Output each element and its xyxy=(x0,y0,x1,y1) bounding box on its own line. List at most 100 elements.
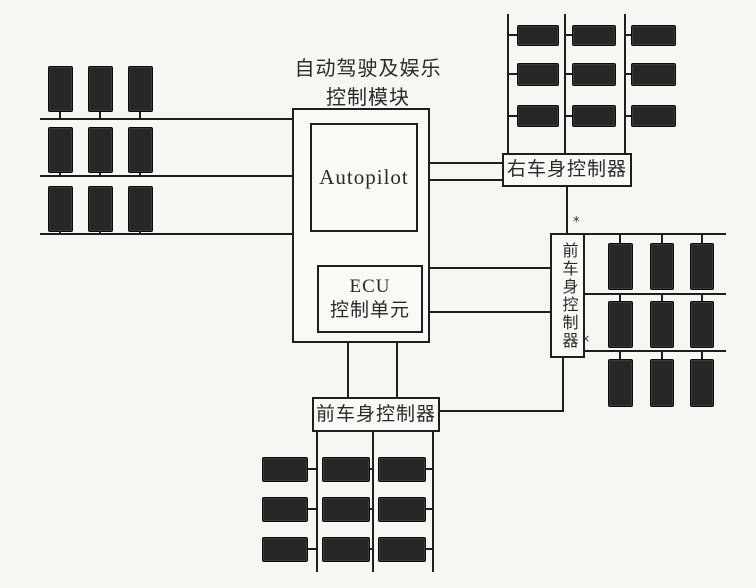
ecu-box: ECU 控制单元 xyxy=(317,265,423,333)
ecu-node xyxy=(322,497,370,522)
ecu-label-line2: 控制单元 xyxy=(329,300,410,321)
node-stem-line xyxy=(619,233,621,243)
node-stem-line xyxy=(507,73,517,75)
node-stem-line xyxy=(370,548,374,550)
bus-connector-line xyxy=(316,432,318,572)
node-stem-line xyxy=(564,115,572,117)
bus-connector-line xyxy=(507,14,509,153)
node-stem-line xyxy=(624,34,631,36)
node-stem-line xyxy=(99,231,101,235)
node-stem-line xyxy=(308,508,318,510)
ecu-node xyxy=(690,301,714,348)
node-stem-line xyxy=(59,231,61,235)
node-stem-line xyxy=(99,112,101,120)
ecu-node xyxy=(88,127,113,173)
artifact-asterisk-mark: * xyxy=(573,215,580,230)
ecu-node xyxy=(262,497,308,522)
bus-connector-line xyxy=(432,432,434,572)
ecu-node xyxy=(690,359,714,407)
bus-connector-line xyxy=(40,233,292,235)
ecu-node xyxy=(322,537,370,562)
bus-connector-line xyxy=(566,187,568,233)
node-stem-line xyxy=(701,350,703,359)
ecu-node xyxy=(572,105,616,127)
front-body-controller-box: 前车身控制器 xyxy=(312,397,440,432)
node-stem-line xyxy=(59,173,61,177)
ecu-node xyxy=(517,105,559,127)
bus-connector-line xyxy=(347,343,349,397)
node-stem-line xyxy=(507,34,517,36)
node-stem-line xyxy=(99,173,101,177)
node-stem-line xyxy=(139,173,141,177)
node-stem-line xyxy=(507,115,517,117)
ecu-node xyxy=(378,457,426,482)
front-body-controller-label: 前车身控制器 xyxy=(315,403,436,425)
ecu-node xyxy=(690,243,714,290)
node-stem-line xyxy=(564,73,572,75)
node-stem-line xyxy=(370,508,374,510)
node-stem-line xyxy=(661,293,663,301)
node-stem-line xyxy=(426,548,434,550)
node-stem-line xyxy=(426,508,434,510)
node-stem-line xyxy=(308,468,318,470)
node-stem-line xyxy=(426,468,434,470)
ecu-label-line1: ECU xyxy=(349,276,391,298)
node-stem-line xyxy=(624,115,631,117)
ecu-node xyxy=(88,186,113,232)
ecu-node xyxy=(262,537,308,562)
central-module-caption-line2: 控制模块 xyxy=(326,87,410,109)
node-stem-line xyxy=(661,233,663,243)
node-stem-line xyxy=(661,350,663,359)
artifact-cross-mark: × xyxy=(581,332,591,345)
ecu-node xyxy=(88,66,113,112)
ecu-node xyxy=(48,66,73,112)
ecu-node xyxy=(608,359,633,407)
node-stem-line xyxy=(139,231,141,235)
right-body-controller-label: 右车身控制器 xyxy=(506,159,627,181)
ecu-node xyxy=(48,186,73,232)
ecu-node xyxy=(631,63,676,86)
ecu-node xyxy=(128,186,153,232)
autopilot-box: Autopilot xyxy=(310,123,418,232)
bus-connector-line xyxy=(440,410,564,412)
ecu-node xyxy=(608,301,633,348)
bus-connector-line xyxy=(40,175,292,177)
ecu-node xyxy=(650,243,674,290)
bus-connector-line xyxy=(585,233,726,235)
ecu-node xyxy=(128,127,153,173)
ecu-node xyxy=(608,243,633,290)
right-body-controller-box: 右车身控制器 xyxy=(502,153,632,187)
central-module-caption: 自动驾驶及娱乐 控制模块 xyxy=(272,52,464,110)
bus-connector-line xyxy=(372,432,374,572)
side-body-controller-box: 前车身控制器 xyxy=(550,233,585,358)
bus-connector-line xyxy=(585,350,726,352)
ecu-node xyxy=(631,105,676,127)
autopilot-label: Autopilot xyxy=(319,165,409,190)
bus-connector-line xyxy=(40,118,292,120)
node-stem-line xyxy=(619,293,621,301)
node-stem-line xyxy=(701,233,703,243)
ecu-node xyxy=(262,457,308,482)
ecu-node xyxy=(650,301,674,348)
node-stem-line xyxy=(59,112,61,120)
node-stem-line xyxy=(308,548,318,550)
ecu-node xyxy=(378,497,426,522)
ecu-node xyxy=(517,63,559,86)
bus-connector-line xyxy=(585,293,726,295)
ecu-node xyxy=(631,25,676,46)
bus-connector-line xyxy=(562,358,564,412)
ecu-node xyxy=(322,457,370,482)
bus-connector-line xyxy=(624,14,626,153)
bus-connector-line xyxy=(564,14,566,153)
ecu-node xyxy=(572,25,616,46)
node-stem-line xyxy=(139,112,141,120)
bus-connector-line xyxy=(430,311,550,313)
bus-connector-line xyxy=(430,179,502,181)
ecu-node xyxy=(650,359,674,407)
node-stem-line xyxy=(701,293,703,301)
bus-connector-line xyxy=(396,343,398,397)
node-stem-line xyxy=(370,468,374,470)
bus-connector-line xyxy=(430,162,502,164)
ecu-node xyxy=(128,66,153,112)
